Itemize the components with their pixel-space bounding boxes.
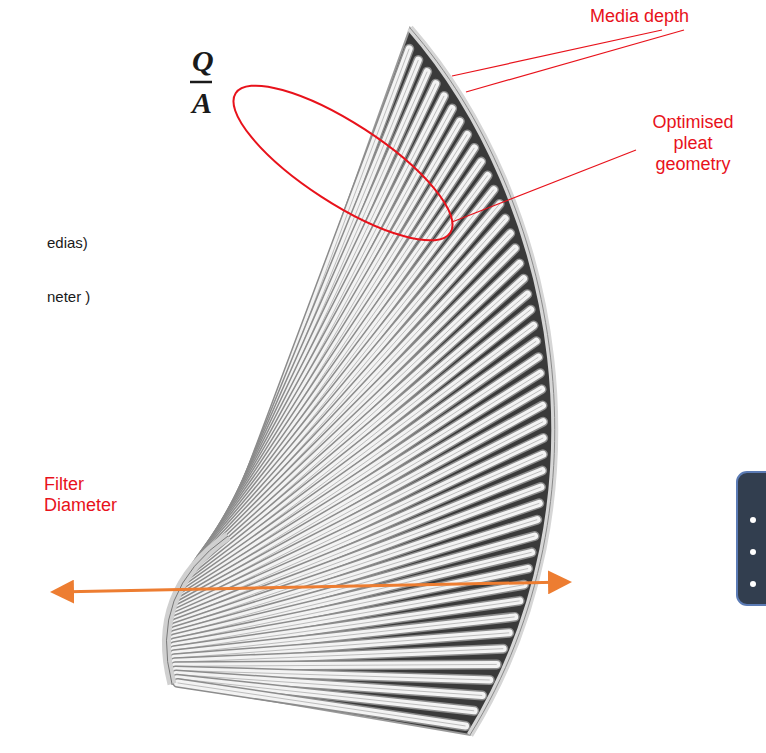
pleated-filter [166, 28, 554, 735]
callout-label: Optimised pleat geometry [644, 112, 742, 175]
cut-text: neter ) [47, 288, 90, 305]
pleat [178, 683, 466, 726]
info-panel [737, 472, 766, 605]
outer-rim [410, 28, 555, 735]
leader-line [452, 150, 636, 222]
outer-rim-line [410, 28, 555, 735]
inner-rim-line [166, 536, 228, 684]
pleat-edge [175, 664, 497, 666]
pleat-fold [178, 683, 466, 726]
leader-line [452, 30, 662, 76]
highlight-ellipse [214, 60, 472, 267]
dimension-arrow [56, 582, 566, 592]
cut-text: edias) [47, 234, 88, 251]
pleat [175, 664, 497, 666]
filter-body [167, 28, 555, 735]
leader-line [466, 30, 684, 92]
formula-symbol: Q [192, 44, 214, 78]
callout-label: Media depth [590, 6, 689, 27]
inner-rim [166, 536, 228, 684]
fraction-bar [190, 81, 212, 84]
bullet [750, 549, 756, 555]
callout-label: Filter Diameter [44, 474, 124, 516]
bullet [750, 581, 756, 587]
pleat-edge [178, 683, 466, 726]
bullet [750, 517, 756, 523]
pleat-fold [175, 664, 497, 666]
formula-symbol: A [192, 86, 212, 120]
